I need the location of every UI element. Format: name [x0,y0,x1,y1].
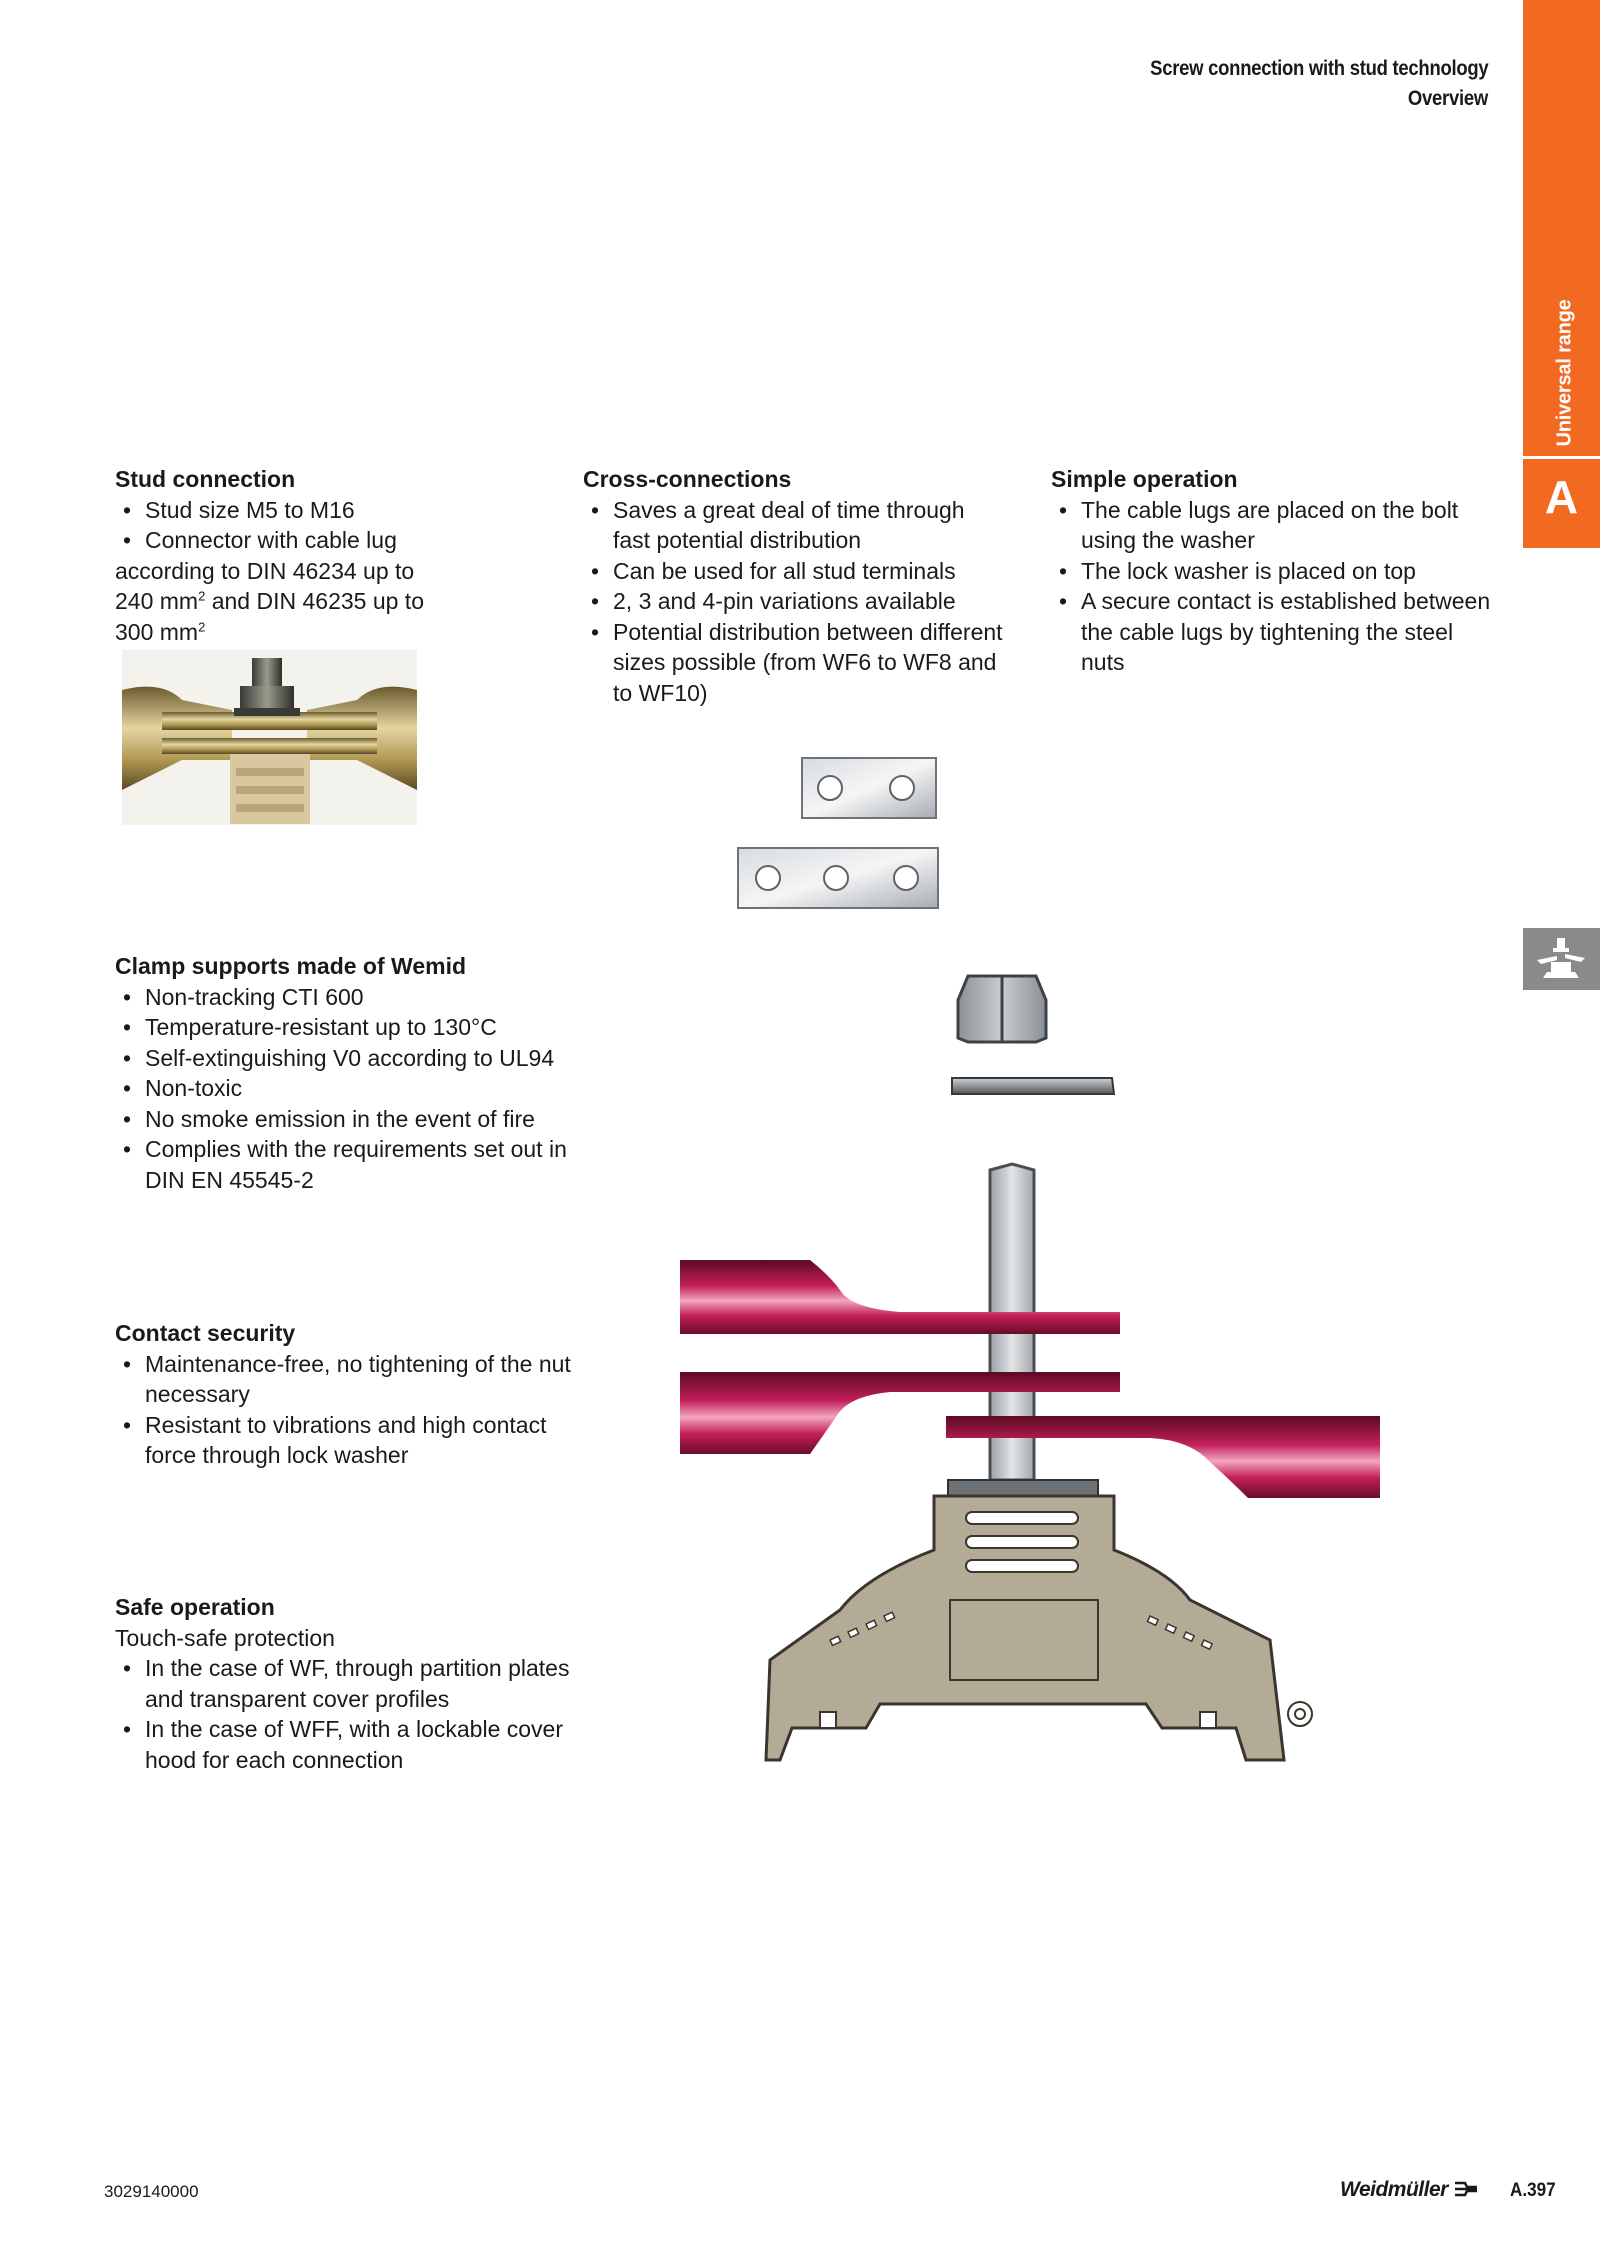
list-item: Resistant to vibrations and high contact… [115,1410,585,1471]
stud-text-c: 300 mm2 [115,618,206,645]
article-number: 3029140000 [104,2182,199,2201]
stud-text-b: 240 mm2 and DIN 46235 up to [115,588,424,614]
section-stud: Stud connection Stud size M5 to M16 Conn… [115,464,435,647]
stud-text-a: according to DIN 46234 up to [115,557,415,584]
safe-intro: Touch-safe protection [115,1624,335,1651]
stud-terminal-illustration [670,960,1400,1780]
list-item: In the case of WFF, with a lockable cove… [115,1714,585,1775]
list-item: Connector with cable lug [115,525,435,556]
side-tab-label: Universal range [1553,298,1576,447]
stud-title: Stud connection [115,466,296,492]
list-item: A secure contact is established between … [1051,586,1501,678]
side-tab-letter: A [1544,471,1579,523]
brand-logo: Weidmüller [1340,2178,1479,2202]
side-tab-label-wrap: Universal range [1540,298,1590,447]
side-tab [1523,0,1600,548]
simple-title: Simple operation [1051,466,1238,492]
terminal-icon [1523,928,1600,990]
section-clamp: Clamp supports made of Wemid Non-trackin… [115,951,585,1195]
section-contact: Contact security Maintenance-free, no ti… [115,1318,585,1471]
stud-photo [122,650,417,825]
list-item: 2, 3 and 4-pin variations available [583,586,1003,617]
list-item: Self-extinguishing V0 according to UL94 [115,1043,585,1074]
cross-title: Cross-connections [583,466,792,492]
side-tab-divider [1523,456,1600,459]
list-item: Non-toxic [115,1073,585,1104]
list-item: No smoke emission in the event of fire [115,1104,585,1135]
header-title: Screw connection with stud technology [1149,57,1489,80]
cross-connection-bars [730,752,950,917]
list-item: Non-tracking CTI 600 [115,982,585,1013]
list-item: Temperature-resistant up to 130°C [115,1012,585,1043]
list-item: Potential distribution between different… [583,617,1003,709]
header-subtitle: Overview [1407,87,1488,110]
section-safe: Safe operation Touch-safe protection In … [115,1592,585,1775]
list-item: In the case of WF, through partition pla… [115,1653,585,1714]
list-item: The cable lugs are placed on the bolt us… [1051,495,1501,556]
section-cross: Cross-connections Saves a great deal of … [583,464,1003,708]
list-item: The lock washer is placed on top [1051,556,1501,587]
page-number: A.397 [1510,2180,1556,2201]
list-item: Can be used for all stud terminals [583,556,1003,587]
brand-name: Weidmüller [1340,2178,1448,2201]
clamp-title: Clamp supports made of Wemid [115,953,467,979]
brand-icon [1455,2181,1478,2197]
contact-title: Contact security [115,1320,296,1346]
section-simple: Simple operation The cable lugs are plac… [1051,464,1501,678]
safe-title: Safe operation [115,1594,275,1620]
list-item: Complies with the requirements set out i… [115,1134,585,1195]
list-item: Saves a great deal of time through fast … [583,495,1003,556]
list-item: Maintenance-free, no tightening of the n… [115,1349,585,1410]
list-item: Stud size M5 to M16 [115,495,435,526]
